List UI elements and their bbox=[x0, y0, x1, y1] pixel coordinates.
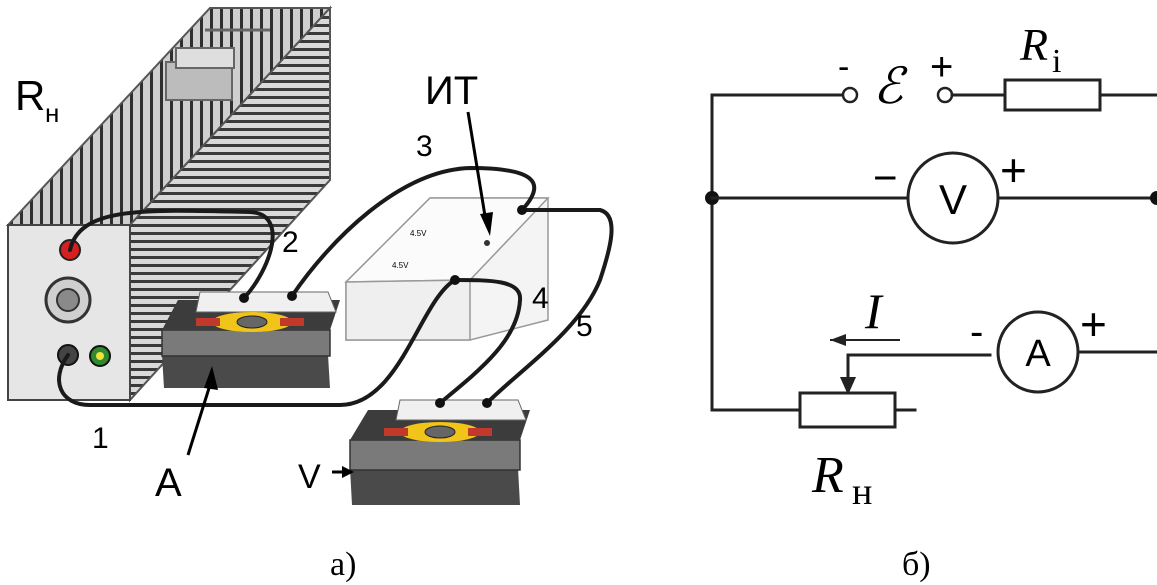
label-rheostat: R bbox=[15, 72, 45, 119]
caption-a: а) bbox=[330, 546, 356, 583]
voltmeter-minus: − bbox=[873, 154, 898, 201]
load-resistance-sub: н bbox=[852, 471, 872, 513]
label-voltmeter: V bbox=[298, 458, 321, 496]
internal-resistor bbox=[1003, 78, 1102, 112]
label-wire-1: 1 bbox=[92, 422, 109, 455]
source-mark-2: 4.5V bbox=[392, 261, 409, 270]
ammeter-device bbox=[161, 291, 340, 388]
junction-right bbox=[1150, 191, 1157, 205]
label-wire-5: 5 bbox=[576, 310, 593, 343]
label-wire-2: 2 bbox=[282, 226, 299, 259]
emf-symbol: ℰ bbox=[873, 58, 908, 114]
internal-resistance-label: R bbox=[1019, 19, 1048, 70]
wires bbox=[57, 166, 614, 408]
current-label: I bbox=[864, 283, 884, 339]
voltmeter-letter: V bbox=[939, 176, 967, 223]
emf-minus: - bbox=[838, 48, 849, 86]
label-wire-4: 4 bbox=[532, 282, 549, 315]
caption-b: б) bbox=[902, 546, 931, 583]
label-source: ИТ bbox=[425, 69, 478, 113]
label-ammeter: A bbox=[155, 461, 182, 505]
emf-terminal-minus bbox=[841, 86, 859, 104]
rheostat bbox=[5, 5, 333, 403]
voltmeter-device bbox=[349, 399, 530, 505]
source-mark-1: 4.5V bbox=[410, 229, 427, 238]
load-resistance-label: R bbox=[811, 447, 844, 504]
label-wire-3: 3 bbox=[416, 130, 433, 163]
emf-plus: + bbox=[930, 45, 953, 89]
voltmeter-plus: + bbox=[1000, 144, 1027, 196]
ammeter-letter: A bbox=[1025, 333, 1051, 375]
internal-resistance-sub: i bbox=[1052, 43, 1061, 80]
ammeter-plus: + bbox=[1080, 298, 1107, 350]
emf-terminal-plus bbox=[936, 86, 954, 104]
label-rheostat-sub: н bbox=[45, 98, 59, 128]
panel-b: - ℰ + R i − V + I - A + R н б) bbox=[705, 19, 1157, 583]
ammeter-minus: - bbox=[970, 310, 983, 354]
power-source: 4.5V 4.5V bbox=[344, 197, 550, 341]
pointer-arrows bbox=[186, 111, 493, 478]
load-resistor bbox=[798, 391, 897, 429]
panel-a: 4.5V 4.5V bbox=[5, 5, 614, 583]
